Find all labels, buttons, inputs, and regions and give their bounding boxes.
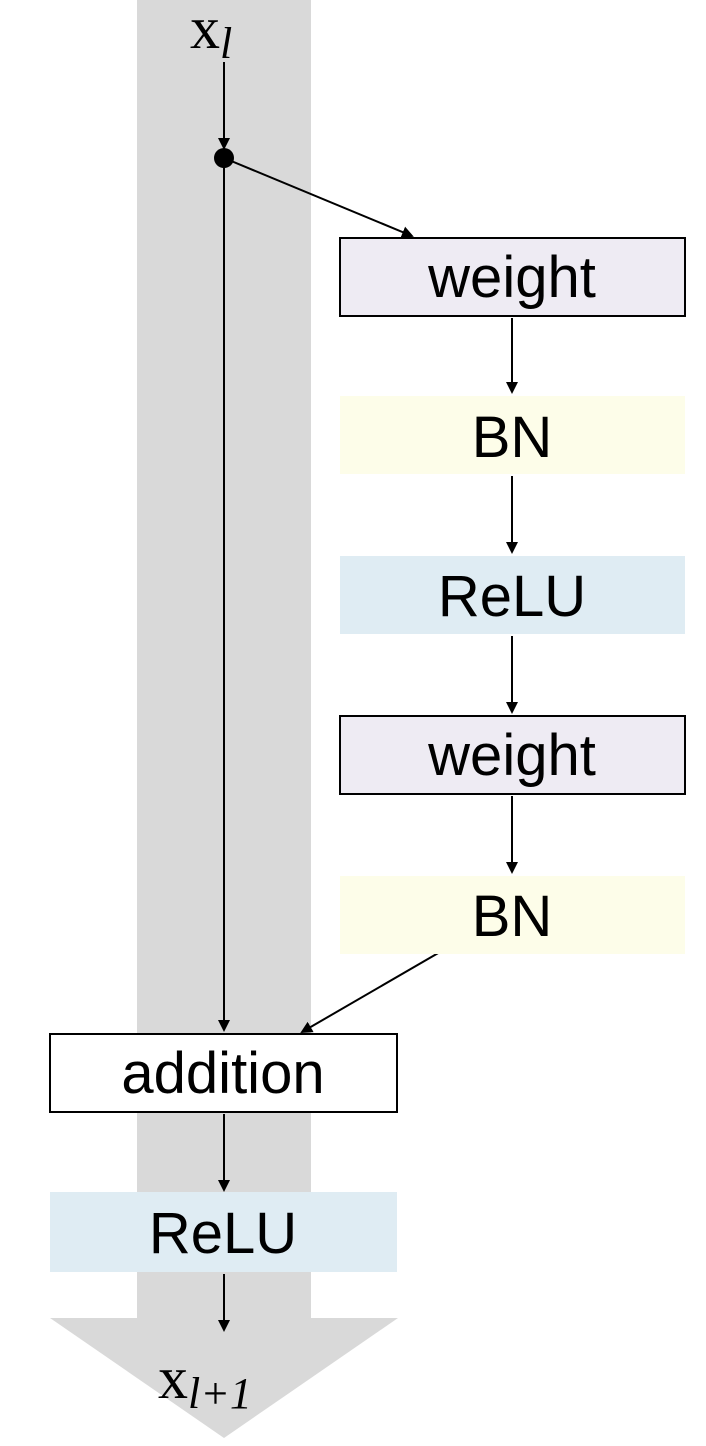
input-label: xl <box>190 0 232 68</box>
output-symbol: x <box>158 1345 188 1411</box>
node-weight-1-box <box>339 237 686 317</box>
connectors <box>218 62 518 1332</box>
node-relu-1-label: ReLU <box>438 564 586 629</box>
node-bn-2: BN <box>340 876 685 954</box>
node-weight-2: weight <box>339 715 686 795</box>
node-bn-1: BN <box>340 396 685 474</box>
node-weight-1: weight <box>339 237 686 317</box>
node-weight-2-label: weight <box>427 723 596 788</box>
node-bn-2-label: BN <box>472 884 553 949</box>
arrow-bn-2-to-addition <box>300 951 441 1034</box>
node-relu-1: ReLU <box>340 556 685 634</box>
node-weight-1-label: weight <box>427 245 596 310</box>
backbone-head <box>50 1318 398 1438</box>
output-label: xl+1 <box>158 1345 252 1418</box>
node-bn-1-box <box>340 396 685 474</box>
node-weight-2-box <box>339 715 686 795</box>
node-addition-label: addition <box>121 1041 324 1106</box>
node-relu-2-label: ReLU <box>149 1201 297 1266</box>
node-bn-1-label: BN <box>472 405 553 470</box>
arrow-split-to-weight-1 <box>223 157 414 238</box>
node-relu-2: ReLU <box>50 1192 397 1272</box>
split-dot <box>214 148 234 168</box>
input-subscript: l <box>220 19 232 68</box>
node-bn-2-box <box>340 876 685 954</box>
node-addition: addition <box>49 1033 398 1113</box>
input-symbol: x <box>190 0 220 61</box>
node-addition-box <box>49 1033 398 1113</box>
node-relu-1-box <box>340 556 685 634</box>
node-relu-2-box <box>50 1192 397 1272</box>
output-subscript: l+1 <box>188 1369 252 1418</box>
